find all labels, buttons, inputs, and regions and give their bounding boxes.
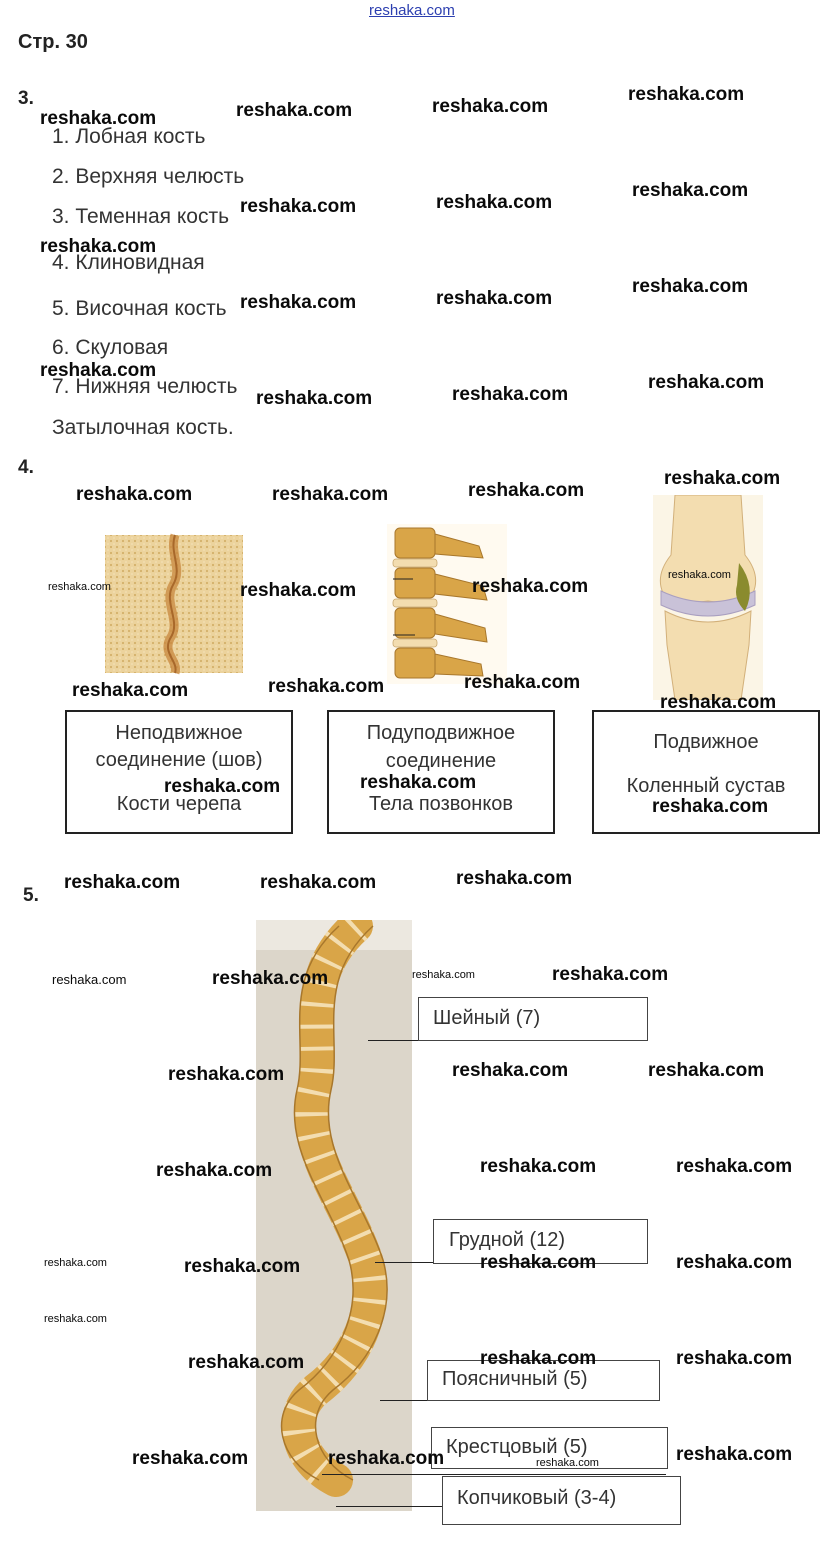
spine-image [256,920,412,1511]
watermark: reshaka.com [648,372,765,393]
watermark: reshaka.com [648,1060,765,1081]
segment-box-thoracic: Грудной (12) [433,1219,648,1264]
watermark: reshaka.com [164,776,281,797]
watermark: reshaka.com [468,480,585,501]
suture-image [103,533,245,675]
watermark: reshaka.com [464,672,581,693]
watermark: reshaka.com [168,1064,285,1085]
segment-label: Поясничный (5) [442,1368,588,1390]
watermark-small: reshaka.com [668,569,731,581]
watermark: reshaka.com [328,1448,445,1469]
watermark: reshaka.com [188,1352,305,1373]
watermark: reshaka.com [132,1448,249,1469]
bone-item-6: 6. Скуловая [52,336,169,359]
bone-item-1: 1. Лобная кость [52,125,206,148]
page-title: Стр. 30 [18,31,88,53]
pointer-line [375,1262,457,1263]
pointer-line [336,1506,446,1507]
watermark: reshaka.com [436,192,553,213]
segment-label: Крестцовый (5) [446,1436,588,1458]
watermark: reshaka.com [40,360,157,381]
watermark: reshaka.com [472,576,589,597]
watermark: reshaka.com [456,868,573,889]
pointer-line [368,1040,438,1041]
task-3-number: 3. [18,88,34,109]
segment-box-cervical: Шейный (7) [418,997,648,1041]
segment-label: Грудной (12) [449,1229,566,1251]
watermark: reshaka.com [480,1348,597,1369]
watermark-small: reshaka.com [412,969,475,981]
joint-box-immovable: Неподвижное соединение (шов) Кости череп… [65,710,293,834]
watermark: reshaka.com [452,384,569,405]
site-link[interactable]: reshaka.com [369,2,455,19]
joint-example: Кости черепа [116,793,242,815]
segment-box-sacral: Крестцовый (5) [431,1427,668,1469]
task-4-number: 4. [18,457,34,478]
watermark: reshaka.com [360,772,477,793]
watermark: reshaka.com [676,1252,793,1273]
watermark: reshaka.com [268,676,385,697]
joint-example: Коленный сустав [626,775,786,797]
watermark-small: reshaka.com [44,1257,107,1269]
bone-item-7: 7. Нижняя челюсть [52,375,238,398]
watermark: reshaka.com [212,968,329,989]
watermark: reshaka.com [256,388,373,409]
bone-item-5: 5. Височная кость [52,297,227,320]
watermark: reshaka.com [236,100,353,121]
joint-box-movable: Подвижное Коленный сустав [592,710,820,834]
joint-type-line1: Подвижное [653,731,759,753]
joint-type-line2: соединение (шов) [95,749,263,771]
knee-joint-image [653,495,763,700]
watermark: reshaka.com [452,1060,569,1081]
watermark: reshaka.com [260,872,377,893]
watermark: reshaka.com [72,680,189,701]
watermark-small: reshaka.com [44,1313,107,1325]
watermark: reshaka.com [480,1252,597,1273]
watermark: reshaka.com [240,196,357,217]
watermark: reshaka.com [76,484,193,505]
watermark: reshaka.com [40,108,157,129]
watermark: reshaka.com [240,580,357,601]
watermark: reshaka.com [676,1156,793,1177]
joint-box-semimovable: Подуподвижное соединение Тела позвонков [327,710,555,834]
watermark-small: reshaka.com [52,972,127,987]
bone-item-8: Затылочная кость. [52,416,234,439]
segment-label: Копчиковый (3-4) [457,1487,617,1509]
task-5-number: 5. [23,885,39,906]
bone-item-2: 2. Верхняя челюсть [52,165,245,188]
watermark: reshaka.com [552,964,669,985]
pointer-line [322,1474,666,1475]
watermark: reshaka.com [632,180,749,201]
watermark-small: reshaka.com [536,1457,599,1469]
watermark: reshaka.com [64,872,181,893]
segment-box-lumbar: Поясничный (5) [427,1360,660,1401]
segment-label: Шейный (7) [433,1007,541,1029]
vertebrae-image [387,524,507,684]
watermark: reshaka.com [676,1444,793,1465]
joint-example: Тела позвонков [368,793,514,815]
bone-item-4: 4. Клиновидная [52,251,205,274]
watermark: reshaka.com [436,288,553,309]
segment-box-coccygeal: Копчиковый (3-4) [442,1476,681,1525]
watermark: reshaka.com [40,236,157,257]
watermark: reshaka.com [652,796,769,817]
joint-type-line1: Подуподвижное [366,722,516,744]
watermark: reshaka.com [628,84,745,105]
watermark: reshaka.com [676,1348,793,1369]
watermark: reshaka.com [272,484,389,505]
watermark: reshaka.com [664,468,781,489]
joint-type-line2: соединение [385,750,497,772]
watermark: reshaka.com [480,1156,597,1177]
watermark: reshaka.com [660,692,777,713]
watermark: reshaka.com [156,1160,273,1181]
watermark-small: reshaka.com [48,581,111,593]
watermark: reshaka.com [240,292,357,313]
watermark: reshaka.com [184,1256,301,1277]
watermark: reshaka.com [432,96,549,117]
bone-item-3: 3. Теменная кость [52,205,230,228]
joint-type-line1: Неподвижное [115,722,243,744]
watermark: reshaka.com [632,276,749,297]
